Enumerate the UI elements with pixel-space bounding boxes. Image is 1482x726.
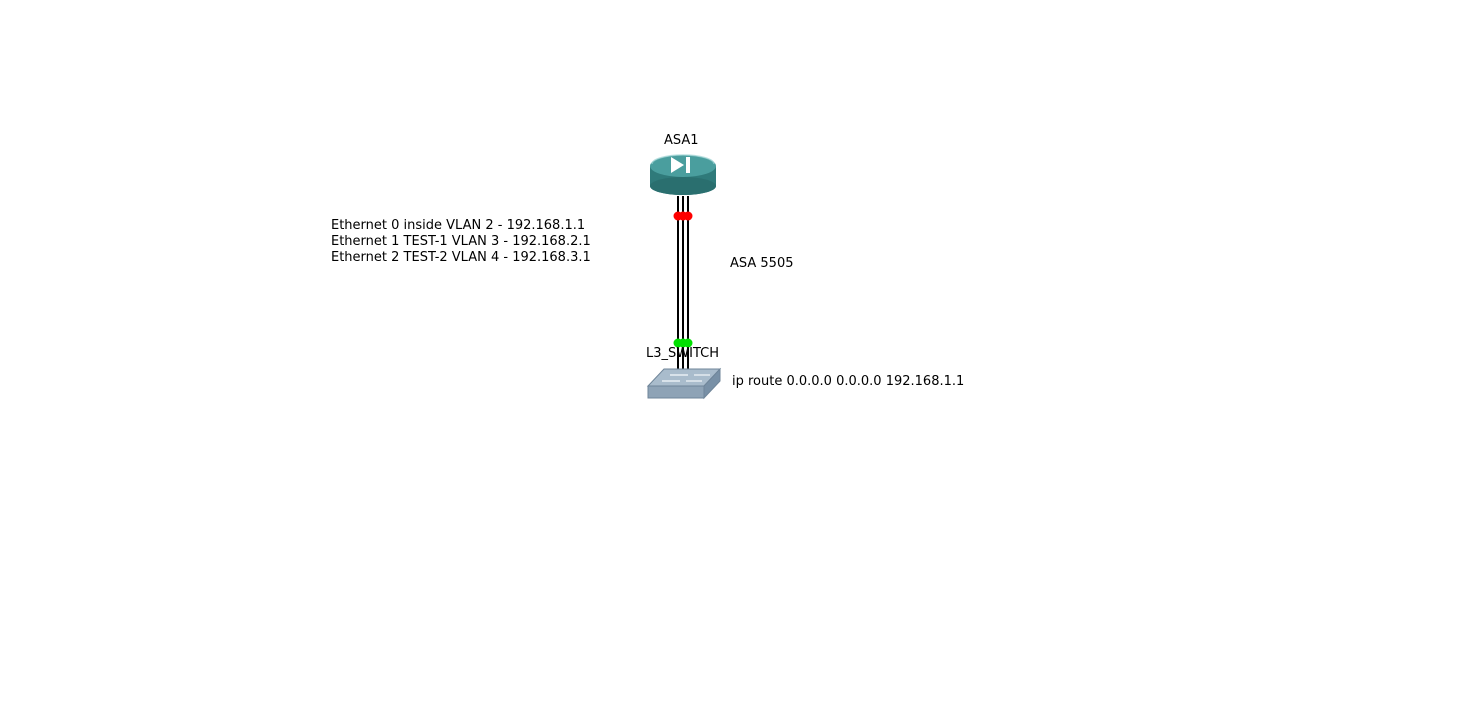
interface-note-line: Ethernet 0 inside VLAN 2 - 192.168.1.1: [331, 218, 586, 233]
interface-notes[interactable]: Ethernet 0 inside VLAN 2 - 192.168.1.1 E…: [331, 218, 591, 266]
interface-note-line: Ethernet 1 TEST-1 VLAN 3 - 192.168.2.1: [331, 234, 591, 249]
play-arrow-icon: [671, 157, 684, 173]
asa-node-label[interactable]: ASA1: [664, 133, 699, 148]
switch-node-label[interactable]: L3_SWITCH: [646, 346, 719, 361]
status-dot-switch-3: [683, 338, 693, 348]
route-note[interactable]: ip route 0.0.0.0 0.0.0.0 192.168.1.1: [732, 374, 965, 389]
firewall-icon[interactable]: [650, 154, 716, 195]
bar-icon: [686, 157, 690, 173]
switch-arrows-icon: [662, 374, 710, 382]
status-dot-asa-3: [683, 211, 693, 221]
link-label[interactable]: ASA 5505: [730, 256, 794, 271]
asa-link-status: [673, 211, 693, 221]
interface-note-line: Ethernet 2 TEST-2 VLAN 4 - 192.168.3.1: [331, 250, 591, 265]
switch-link-status: [673, 338, 693, 348]
switch-icon[interactable]: [646, 367, 722, 400]
